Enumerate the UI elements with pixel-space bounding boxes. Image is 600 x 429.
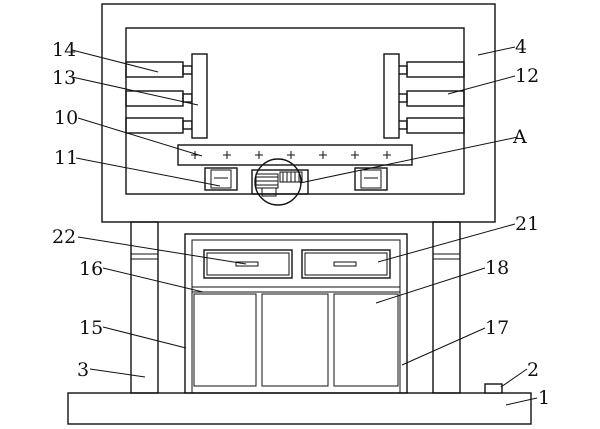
callout-22: 22: [52, 226, 76, 248]
callout-12: 12: [515, 65, 539, 87]
gear-assembly: [251, 169, 309, 197]
callout-2: 2: [527, 359, 539, 381]
callout-18: 18: [485, 257, 509, 279]
callout-1: 1: [538, 387, 550, 409]
door-right: [333, 293, 399, 387]
callout-14: 14: [52, 39, 76, 61]
base-plate: [67, 392, 532, 425]
drawer-left-inner: [206, 252, 290, 276]
right-column-outer: [432, 221, 461, 394]
drawer-left-handle: [235, 261, 259, 267]
callout-13: 13: [52, 67, 76, 89]
right-clamp-plate: [383, 53, 400, 139]
cabinet-inner: [191, 239, 401, 394]
callout-16: 16: [79, 258, 103, 280]
left-cylinders: [125, 61, 193, 134]
drawer-right-handle: [333, 261, 357, 267]
right-slider: [354, 167, 388, 191]
callout-A: A: [512, 126, 527, 148]
callout-21: 21: [515, 213, 539, 235]
callout-17: 17: [485, 317, 509, 339]
cabinet-outer: [184, 233, 408, 394]
left-slider: [204, 167, 238, 191]
drawer-right-inner: [304, 252, 388, 276]
detail-a-circle: [254, 158, 302, 206]
callout-10: 10: [54, 107, 78, 129]
left-clamp-plate: [191, 53, 208, 139]
upper-housing: [101, 3, 496, 223]
door-left: [193, 293, 257, 387]
housing-cavity: [125, 27, 465, 195]
callout-11: 11: [54, 147, 78, 169]
drawer-right: [301, 249, 391, 279]
leader-lines: [71, 46, 538, 406]
callout-15: 15: [79, 317, 103, 339]
callout-4: 4: [515, 36, 527, 58]
switch-block: [484, 383, 503, 394]
door-middle: [261, 293, 329, 387]
drawer-left: [203, 249, 293, 279]
right-cylinders: [397, 61, 465, 134]
callout-3: 3: [77, 359, 89, 381]
